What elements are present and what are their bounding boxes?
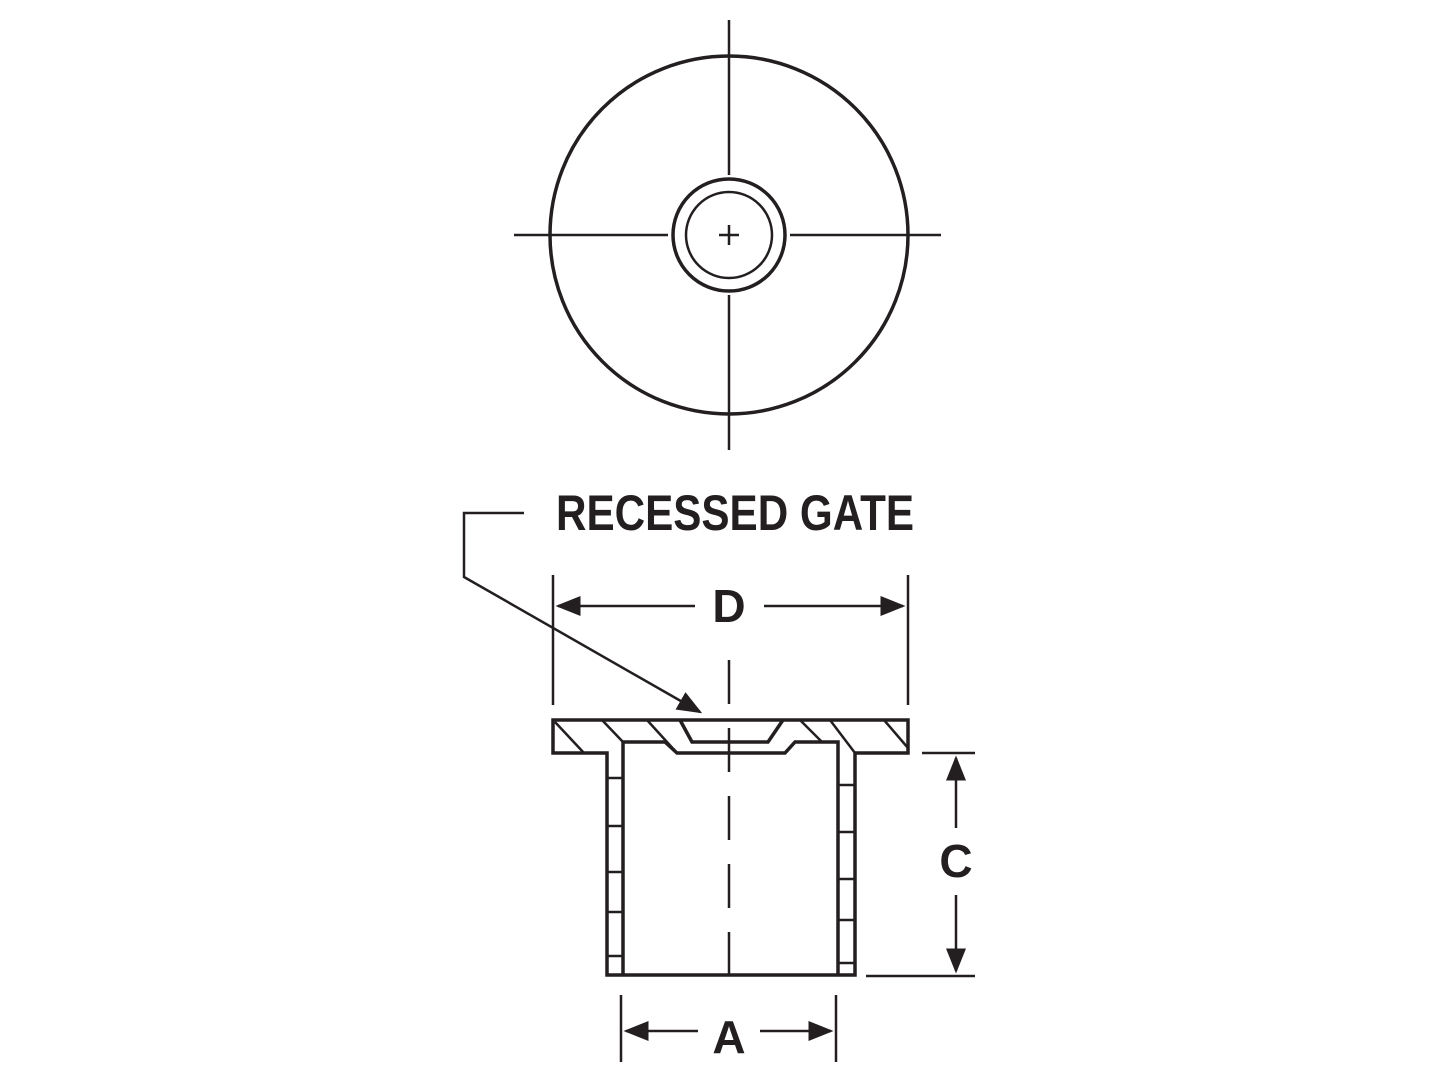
center-crosshair [514,20,941,450]
bore-outline [621,740,840,975]
recessed-gate-leader-arrow [462,511,703,714]
dimension-d-label: D [712,580,745,632]
bore-inner-circle [684,190,774,280]
section-hatching [554,719,909,965]
dimension-d: D [551,575,910,705]
dimension-c-label: C [939,835,972,887]
dimension-a-label: A [712,1011,745,1063]
section-view [551,660,910,1000]
dimension-c: C [866,751,975,978]
bushing-outline [551,718,910,977]
bore-outer-circle [671,177,787,293]
recessed-gate-label: RECESSED GATE [556,485,914,541]
top-view [514,20,941,450]
gate-recess [678,719,785,744]
dimension-a: A [619,995,838,1063]
